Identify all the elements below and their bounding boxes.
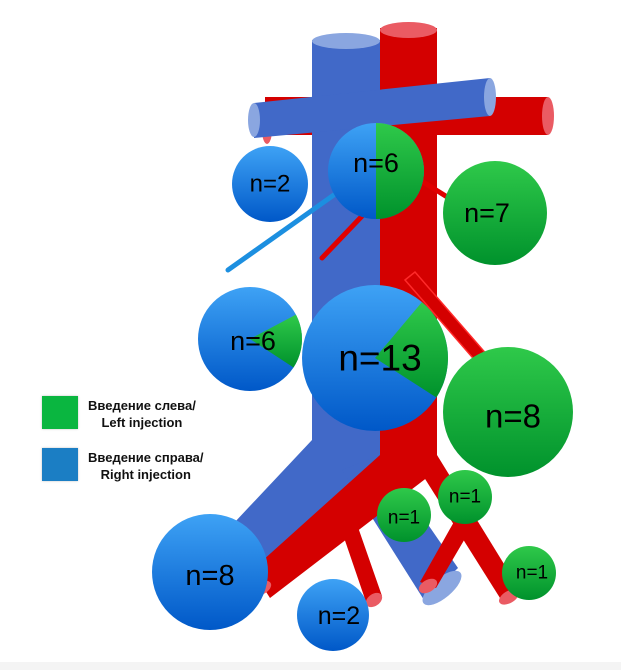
bubble-label: n=6 (230, 326, 276, 356)
bubble-label: n=1 (388, 508, 420, 529)
vein-horizontal-branch (248, 78, 496, 138)
catheter-right-line (225, 189, 341, 273)
slice-left-injection (438, 470, 492, 524)
slice-left-injection (443, 347, 573, 477)
bubble-left-upper: n=2 (232, 146, 308, 222)
slice-right-injection (232, 146, 308, 222)
bubble-iliac-center: n=1 (377, 488, 431, 542)
slice-left-injection (375, 302, 448, 398)
legend-left-line1: Введение слева/ (88, 398, 196, 413)
bubble-label: n=2 (250, 171, 291, 198)
bubble-left-lower: n=8 (152, 514, 268, 630)
slice-left-injection (502, 546, 556, 600)
bubble-neck-center: n=6 (328, 123, 424, 219)
bubble-left-mid: n=6 (198, 287, 302, 391)
slice-left-injection (377, 488, 431, 542)
bubble-label: n=13 (338, 338, 421, 379)
injection-bubbles: n=6 n=2 n=7 n=6 n=13 n=8 n=8 n=2 n=1 n=1 n=1 (152, 123, 573, 651)
bubble-label: n=1 (449, 487, 481, 508)
legend-swatch-right-injection (42, 448, 78, 481)
bubble-label: n=6 (353, 148, 399, 178)
slice-right-injection (297, 579, 369, 651)
bubble-right-mid: n=8 (443, 347, 573, 477)
bubble-iliac-right-upper: n=1 (438, 470, 492, 524)
footer-strip (0, 662, 621, 670)
bubble-right-upper: n=7 (443, 161, 547, 265)
bubble-label: n=8 (185, 560, 234, 592)
bubble-center-main: n=13 (302, 285, 448, 431)
legend-right-line1: Введение справа/ (88, 450, 204, 465)
legend-left-line2: Left injection (101, 415, 183, 430)
legend-right-line2: Right injection (100, 467, 191, 482)
legend-label-right-injection: Введение справа/ Right injection (88, 449, 204, 483)
catheter-red-line (319, 211, 367, 261)
slice-left-injection (250, 314, 302, 368)
slice-left-injection (376, 123, 424, 219)
slice-left-injection (443, 161, 547, 265)
bubble-bottom-small: n=2 (297, 579, 369, 651)
bubble-label: n=7 (464, 198, 510, 228)
bubble-label: n=1 (516, 563, 548, 584)
bubble-label: n=8 (485, 398, 541, 435)
legend-swatch-left-injection (42, 396, 78, 429)
bubble-iliac-right-lower: n=1 (502, 546, 556, 600)
legend-label-left-injection: Введение слева/ Left injection (88, 397, 196, 431)
bubble-label: n=2 (318, 602, 360, 630)
slice-right-injection (152, 514, 268, 630)
